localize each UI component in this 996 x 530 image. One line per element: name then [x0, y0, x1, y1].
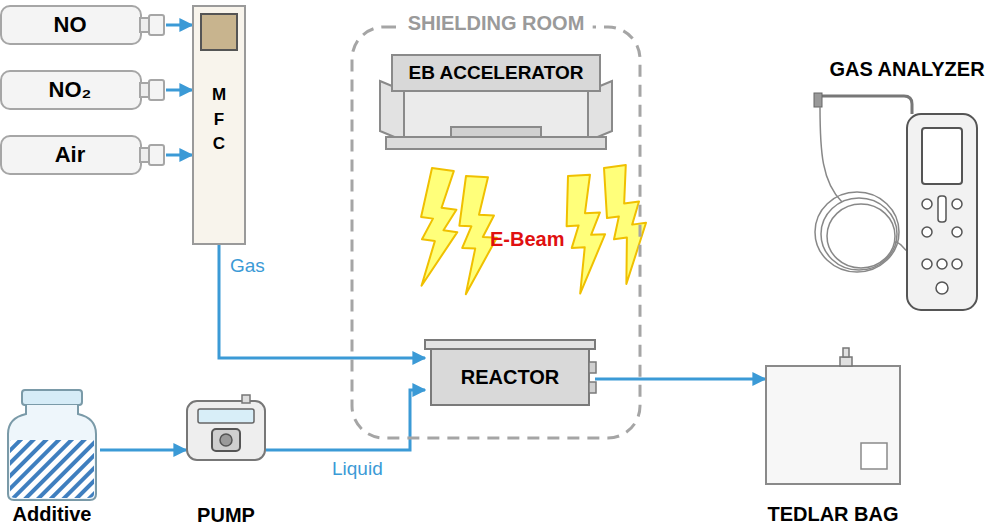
- flow-line: [166, 89, 192, 92]
- tedlar-bag: TEDLAR BAG: [765, 365, 901, 485]
- additive-bottle-label: Additive: [13, 503, 92, 526]
- flow-line: [266, 390, 425, 450]
- mass-flow-controller: M F C: [192, 5, 246, 245]
- gas-analyzer-shape: [812, 92, 982, 314]
- eb-accelerator: EB ACCELERATOR: [380, 55, 612, 151]
- pump-shape: [186, 395, 266, 461]
- flow-line: [100, 449, 186, 452]
- beam-bolt: [412, 167, 466, 289]
- reactor-label: REACTOR: [461, 366, 560, 389]
- gas-cylinder: NO: [0, 5, 166, 45]
- flow-label: Liquid: [330, 458, 385, 480]
- mass-flow-controller-label: M F C: [211, 83, 228, 157]
- tedlar-bag-label: TEDLAR BAG: [767, 503, 898, 526]
- gas-cylinder: NO₂: [0, 70, 166, 110]
- shielding-room-label: SHIELDING ROOM: [400, 12, 593, 35]
- tedlar-bag-shape: [765, 365, 901, 485]
- flow-line: [595, 378, 765, 381]
- additive-bottle: Additive: [4, 390, 100, 500]
- gas-analyzer: GAS ANALYZER: [812, 92, 982, 314]
- electron-beam: [412, 163, 654, 295]
- beam-label: E-Beam: [488, 228, 566, 251]
- beam-bolt: [564, 174, 608, 294]
- gas-cylinder-label: NO₂: [49, 77, 92, 102]
- flow-label: Gas: [228, 255, 267, 277]
- eb-accelerator-label: EB ACCELERATOR: [409, 62, 584, 84]
- beam-bolt: [600, 163, 654, 285]
- additive-bottle-shape: [4, 390, 100, 500]
- flow-line: [166, 24, 192, 27]
- gas-cylinder-label: NO: [54, 12, 87, 37]
- reactor: REACTOR: [425, 340, 595, 406]
- pump: PUMP: [186, 395, 266, 461]
- gas-cylinder-label: Air: [55, 142, 86, 167]
- gas-analyzer-label: GAS ANALYZER: [829, 58, 984, 81]
- flow-line: [166, 154, 192, 157]
- gas-cylinder: Air: [0, 135, 166, 175]
- flow-line: [219, 245, 425, 358]
- pump-label: PUMP: [197, 504, 255, 527]
